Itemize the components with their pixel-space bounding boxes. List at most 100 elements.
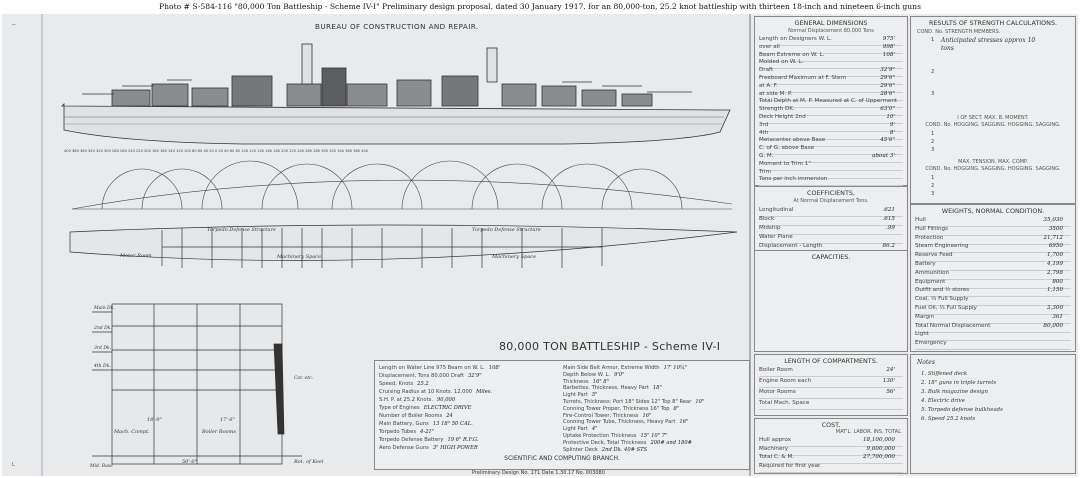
strength-moment-header: I OF SECT. MAX. B. MOMENT. <box>957 115 1029 121</box>
svg-text:Cor. etc.: Cor. etc. <box>294 375 314 381</box>
coefficient-row-label: Midship <box>759 225 781 231</box>
weight-row-label: Coal, ⅓ Full Supply <box>915 296 969 303</box>
midship-section <box>92 303 302 465</box>
particular-left-row-value: 13 18" 50 CAL. <box>432 421 473 427</box>
particular-right-row-value: 10" <box>695 399 705 405</box>
space-label-motor: Motor Room <box>120 253 152 259</box>
general-dimension-row-label: Moment to Trim 1" <box>759 160 811 167</box>
note-line: 4. Electric drive <box>921 398 965 404</box>
note-line: 3. Bulk magazine design <box>921 389 988 395</box>
general-dimension-row-value: 29'6" <box>880 82 895 89</box>
weight-row-value: 6950 <box>1048 243 1063 250</box>
weight-row-label: Hull Fittings <box>915 225 948 232</box>
particular-left-row-value: 90,000 <box>436 397 456 403</box>
particular-right-row-value: 15" 10" 7" <box>640 433 668 439</box>
section-label-base: Mid. Base <box>90 464 113 469</box>
particular-left-row-label: S.H. P. at 25.2 Knots. <box>379 397 433 403</box>
general-dimension-row-label: Trim <box>759 168 771 175</box>
particular-left-row-label: Torpedo Tubes <box>379 429 417 435</box>
space-label-machinery-1: Machinery Space <box>277 254 322 260</box>
section-dim-3: 50'-0" <box>182 459 197 465</box>
coefficient-row: Water Plane <box>759 234 903 244</box>
general-dimension-row: Beam Extreme on W. L.108' <box>759 52 903 62</box>
weight-row-label: Equipment <box>915 278 946 285</box>
photo-caption: Photo # S-584-116 "80,000 Ton Battleship… <box>159 2 921 11</box>
particular-right-row-value: 2nd Dk. 40# STS <box>601 446 648 453</box>
particular-right-row: Depth Below W. L.9'0" <box>563 372 625 380</box>
section-dim-2: 17'-6" <box>220 417 235 423</box>
svg-text:4th Dk.: 4th Dk. <box>93 363 111 369</box>
general-dimension-row: Trim <box>759 169 903 179</box>
compartment-row-value: 56' <box>886 389 895 395</box>
general-dimension-row-value: 63'0" <box>880 106 895 113</box>
particular-right-row-value: 16" <box>642 412 652 419</box>
ship-profile <box>61 43 731 145</box>
particular-left-row-value: 4-21" <box>420 429 435 435</box>
weight-row-label: Outfit and ½ stores <box>915 287 970 294</box>
weight-row-label: Fuel Oil, ⅓ Full Supply <box>915 305 977 311</box>
particular-right-row-label: Main Side Belt Armor, Extreme Width <box>563 365 660 371</box>
general-dimension-row-value: 998' <box>882 43 895 50</box>
general-dimension-row: C. of G. above Base <box>759 145 903 156</box>
weight-row-label: Reserve Feed <box>915 252 953 259</box>
particular-left-row-value: ELECTRIC DRIVE <box>423 405 472 411</box>
weight-row: Coal, ⅓ Full Supply <box>915 296 1071 307</box>
section-label-keel: Bot. of Keel <box>294 459 324 465</box>
general-dimension-row-label: Strength DK. <box>759 106 795 113</box>
torpedo-label-1: Torpedo Defense Structure <box>207 227 276 233</box>
particular-left-row-value: 19 6" R.F.G. <box>447 437 479 443</box>
general-dimension-row: Total Depth at M. P. Measured at C. of U… <box>759 98 903 109</box>
blueprint-sheet: ⌐ L <box>2 14 1078 476</box>
particular-left-row-label: Main Battery, Guns <box>379 421 429 427</box>
coefficient-row-label: Displacement - Length <box>759 243 823 249</box>
particular-right-row-value: 16" 8" <box>592 378 609 385</box>
notes-title: Notes <box>917 359 935 366</box>
cost-row-label: Required for first year. <box>759 462 822 469</box>
weight-row-label: Emergency <box>915 340 947 347</box>
cost-row-label: Total C. & M. <box>759 454 795 460</box>
weight-row-value: 361 <box>1052 313 1063 320</box>
weight-row-value: 80,000 <box>1043 322 1063 329</box>
svg-text:L: L <box>12 462 15 468</box>
coefficient-row-label: Water Plane <box>759 234 793 240</box>
coefficient-row-value: .621 <box>882 207 895 213</box>
strength-moment-sub: COND. No. HOGGING. SAGGING. HOGGING. SAG… <box>925 122 1061 128</box>
general-dimension-row: Strength DK. 63'0" <box>759 106 903 117</box>
general-dimension-row-label: Beam Extreme on W. L. <box>759 51 825 58</box>
strength-num-1: 1 <box>931 37 935 43</box>
particular-right-row-label: Depth Below W. L. <box>563 371 611 378</box>
section-label-boiler: Boiler Rooms <box>202 429 236 435</box>
weight-row-value: 2,798 <box>1046 269 1063 276</box>
general-dimension-row-label: Molded on W. L. <box>759 59 804 66</box>
strength-tension-num-1: 1 <box>931 175 935 181</box>
weight-row-value: 1,150 <box>1046 287 1063 294</box>
general-dimension-row-value: 975' <box>882 36 895 42</box>
strength-tension-num-2: 2 <box>931 183 935 189</box>
coefficients-title: COEFFICIENTS, <box>807 189 855 197</box>
compartments-title: LENGTH OF COMPARTMENTS. <box>784 357 878 365</box>
particular-left-row: Length on Water Line 975 Beam on W. L.10… <box>379 365 500 373</box>
strength-title: RESULTS OF STRENGTH CALCULATIONS. <box>928 19 1058 27</box>
